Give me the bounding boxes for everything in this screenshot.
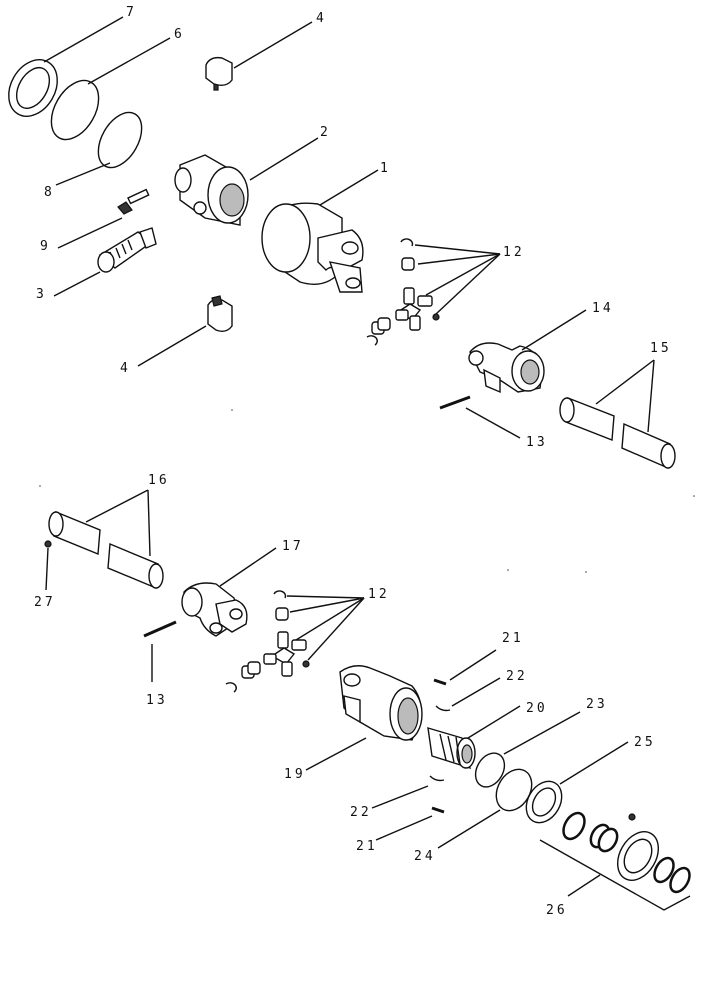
callout-4b: 4 (120, 361, 131, 376)
part-12-cross-kit-lower (225, 590, 310, 693)
leader-26 (567, 874, 601, 897)
part-26-seal-kit (562, 811, 691, 894)
part-21-pin-upper (433, 678, 447, 686)
speck (231, 409, 233, 411)
leader-21b (375, 815, 433, 841)
leader-25 (559, 741, 629, 785)
part-7-seal-ring (8, 59, 58, 117)
leader-16-1 (85, 489, 149, 523)
speck (39, 485, 41, 487)
callout-1: 1 (380, 161, 391, 176)
leader-7 (43, 16, 124, 63)
part-9-small-bolt (117, 188, 150, 215)
leader-22b (371, 785, 429, 809)
leader-9 (57, 217, 123, 249)
callout-17: 17 (282, 539, 304, 554)
callout-26: 26 (546, 903, 568, 918)
leader-12a-3 (425, 253, 501, 296)
part-23-o-ring (474, 752, 506, 788)
part-21-pin-lower (431, 806, 445, 814)
callout-21a: 21 (502, 631, 524, 646)
speck (507, 569, 509, 571)
leader-8 (55, 162, 111, 186)
leader-22a (451, 677, 501, 707)
leader-12a-4 (435, 253, 501, 315)
speck (585, 571, 587, 573)
part-27-fitting (44, 540, 52, 548)
leader-23 (503, 711, 581, 755)
callout-8: 8 (44, 185, 55, 200)
part-20-shaft (427, 727, 476, 770)
leader-20 (467, 705, 521, 739)
callout-2: 2 (320, 125, 331, 140)
callout-15: 15 (650, 341, 672, 356)
leader-2 (249, 137, 319, 181)
callout-19: 19 (284, 767, 306, 782)
leader-13a (465, 407, 521, 439)
part-19-outer-yoke (339, 665, 423, 741)
part-14-inner-yoke (468, 342, 545, 394)
part-22-clip-upper (435, 705, 451, 712)
callout-3: 3 (36, 287, 47, 302)
leader-4b (137, 325, 207, 367)
leader-17 (219, 547, 277, 587)
leader-24 (437, 809, 501, 849)
callout-25: 25 (634, 735, 656, 750)
speck (693, 495, 695, 497)
part-16-tube-halves (48, 510, 164, 590)
leader-12b-4 (307, 597, 365, 661)
callout-23: 23 (586, 697, 608, 712)
part-22-clip-lower (429, 775, 445, 782)
part-4-pad-top (205, 56, 233, 91)
leader-19 (305, 737, 367, 771)
part-17-yoke (181, 582, 248, 637)
leader-6 (87, 37, 171, 85)
leader-15-2 (647, 359, 655, 433)
part-25-seal (525, 780, 563, 824)
callout-16: 16 (148, 473, 170, 488)
callout-24: 24 (414, 849, 436, 864)
leader-12a-2 (417, 253, 501, 265)
leader-16-2 (147, 489, 151, 557)
callout-9: 9 (40, 239, 51, 254)
leader-26-bracket (539, 839, 691, 911)
part-8-o-ring (97, 111, 143, 169)
callout-20: 20 (526, 701, 548, 716)
callout-27: 27 (34, 595, 56, 610)
leader-15-1 (595, 359, 655, 405)
callout-22a: 22 (506, 669, 528, 684)
leader-4a (233, 21, 313, 69)
part-2-housing (174, 154, 249, 226)
callout-12b: 12 (368, 587, 390, 602)
part-15-tube-halves (559, 397, 676, 470)
part-13-pin-upper (439, 395, 471, 410)
leader-12b-3 (295, 597, 365, 641)
callout-4a: 4 (316, 11, 327, 26)
leader-3 (53, 271, 101, 297)
leader-12b-2 (289, 597, 365, 613)
callout-12a: 12 (503, 245, 525, 260)
callout-21b: 21 (356, 839, 378, 854)
leader-1 (319, 169, 379, 206)
leader-21a (449, 649, 497, 681)
part-3-threaded-stud (97, 227, 157, 273)
callout-13a: 13 (526, 435, 548, 450)
callout-14: 14 (592, 301, 614, 316)
leader-14 (521, 309, 587, 351)
leader-12a-1 (414, 244, 501, 255)
part-13-pin-lower (143, 620, 177, 638)
part-12-cross-kit-upper (366, 238, 440, 346)
callout-13b: 13 (146, 693, 168, 708)
leader-12b-1 (286, 595, 365, 599)
callout-7: 7 (126, 5, 137, 20)
callout-6: 6 (174, 27, 185, 42)
callout-22b: 22 (350, 805, 372, 820)
part-1-outer-yoke (261, 202, 364, 293)
leader-27 (45, 547, 49, 591)
part-4-pad-lower (207, 295, 233, 333)
